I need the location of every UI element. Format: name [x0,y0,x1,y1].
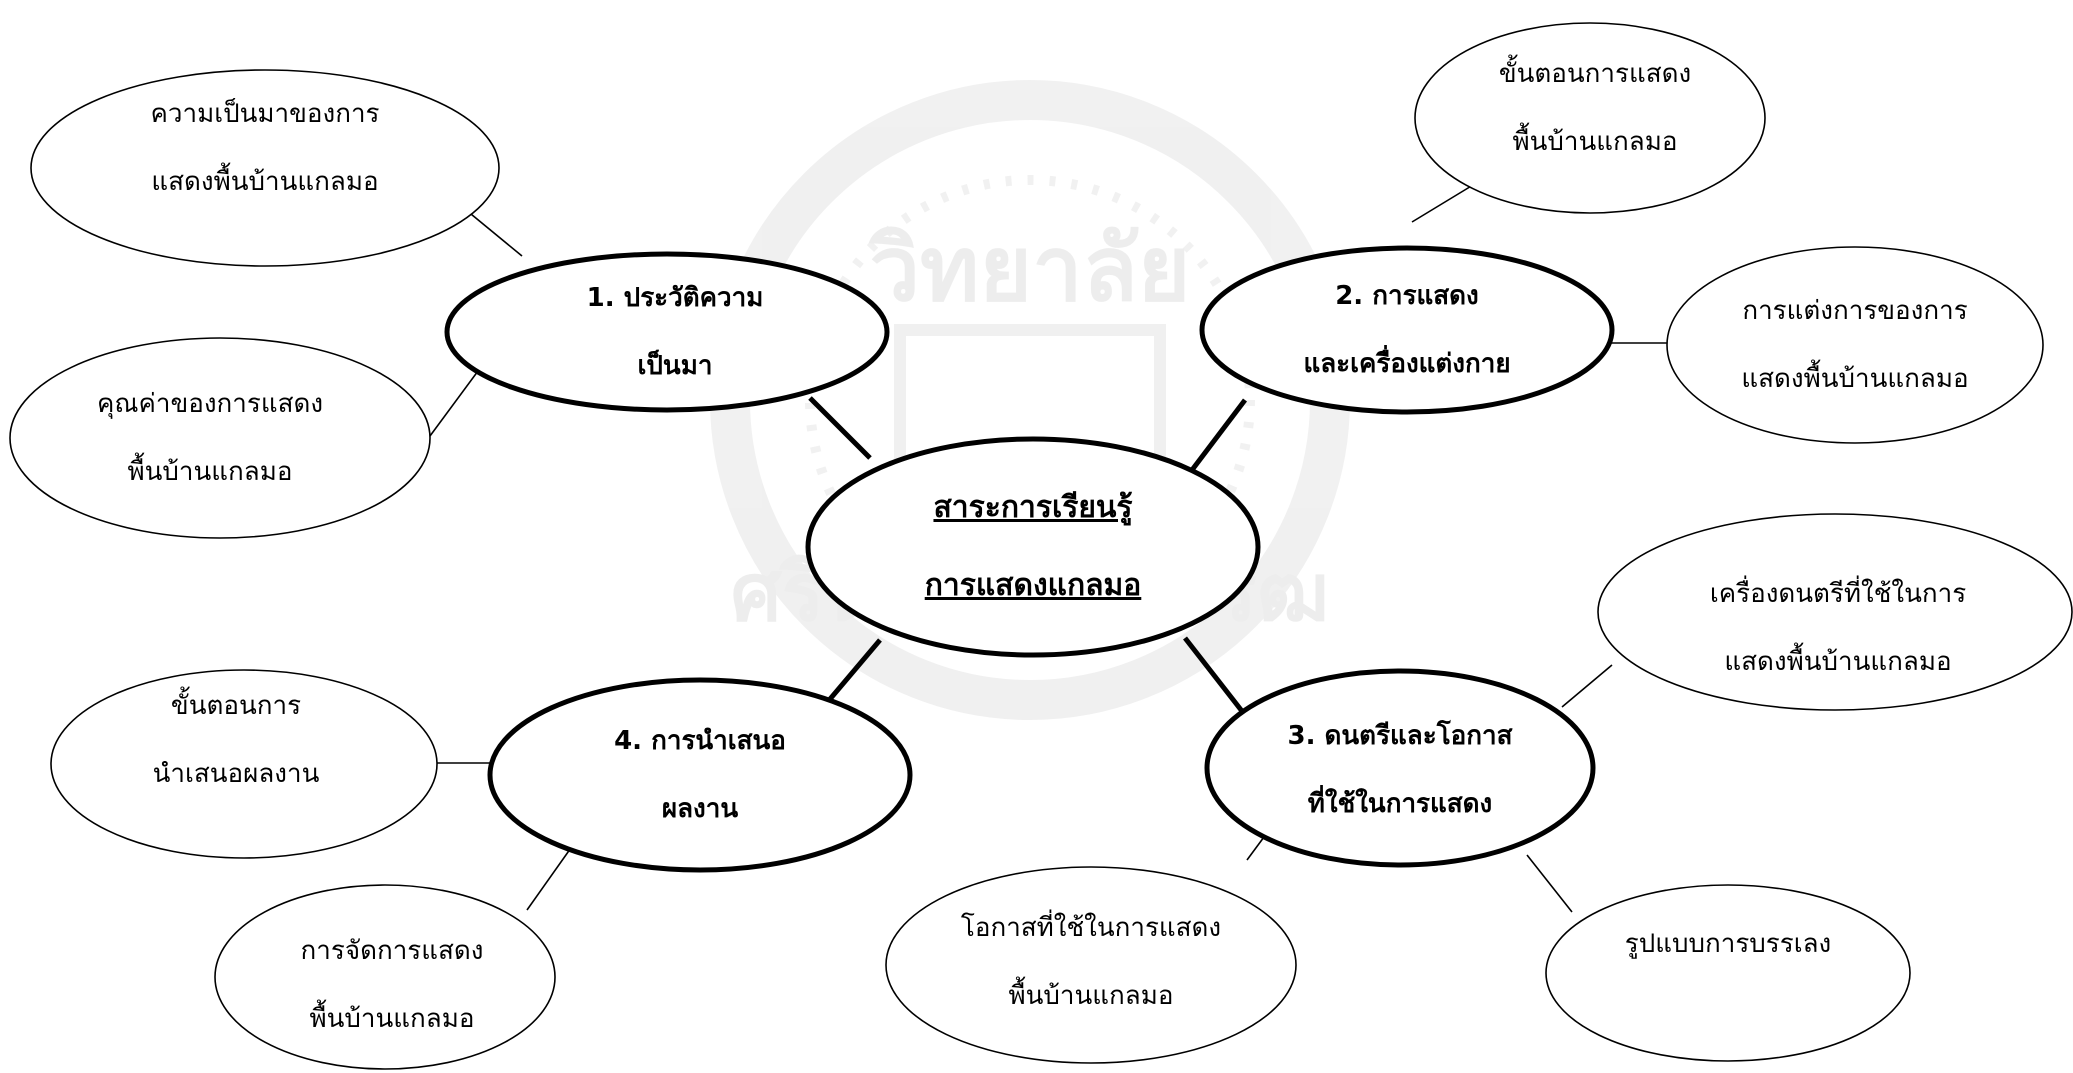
subtopic-3-line-1: ขั้นตอนการแสดง [1498,59,1692,89]
subtopic-label-9: การจัดการแสดง พื้นบ้านแกลมอ [301,917,484,1053]
subtopic-4-line-1: การแต่งการของการ [1742,296,1968,326]
topic-label-3: 3. ดนตรีและโอกาส ที่ใช้ในการแสดง [1288,702,1513,838]
subtopic-label-1: ความเป็นมาของการ แสดงพื้นบ้านแกลมอ [150,80,379,216]
watermark-text-top: วิทยาลัย [868,217,1190,322]
subtopic-ellipse-4 [1666,246,2044,444]
topic-ellipse-1 [444,251,890,413]
center-line-2: การแสดงแกลมอ [924,568,1142,603]
subtopic-ellipses [9,22,2073,1070]
subtopic-2-line-1: คุณค่าของการแสดง [96,389,324,419]
watermark-dots [805,175,1255,625]
subtopic-label-5: เครื่องดนตรีที่ใช้ในการ แสดงพื้นบ้านแกลม… [1710,560,1966,696]
topic-1-line-2: เป็นมา [637,351,713,381]
subtopic-ellipse-2 [9,337,431,539]
subtopic-3-line-2: พื้นบ้านแกลมอ [1512,127,1678,157]
subtopic-ellipse-5 [1597,513,2073,711]
subtopic-2-line-2: พื้นบ้านแกลมอ [127,457,293,487]
subtopic-6-line-1: โอกาสที่ใช้ในการแสดง [960,913,1222,943]
topic-2-line-2: และเครื่องแต่งกาย [1303,349,1511,379]
topic-label-4: 4. การนำเสนอ ผลงาน [614,707,786,843]
subtopic-ellipse-7 [1545,884,1911,1062]
subtopic-8-line-2: นำเสนอผลงาน [152,759,320,789]
connector-center-topic-2 [1190,398,1247,472]
connector-center-topic-1 [808,396,872,460]
subtopic-ellipse-8 [50,669,438,859]
connector-topic-3-sub-1 [1561,664,1613,708]
topic-2-line-1: 2. การแสดง [1335,281,1479,311]
topic-3-line-1: 3. ดนตรีและโอกาส [1287,721,1513,751]
connector-topic-1-sub-2 [429,370,479,437]
topic-1-line-1: 1. ประวัติความ [586,283,764,313]
topic-ellipses [444,245,1615,873]
topic-label-2: 2. การแสดง และเครื่องแต่งกาย [1303,262,1510,398]
connector-center-topic-4 [823,638,882,707]
subtopic-ellipse-1 [30,69,500,267]
topic-ellipse-2 [1199,245,1615,415]
subtopic-9-line-2: พื้นบ้านแกลมอ [309,1004,475,1034]
topic-3-line-2: ที่ใช้ในการแสดง [1307,789,1493,819]
subtopic-label-2: คุณค่าของการแสดง พื้นบ้านแกลมอ [97,370,323,506]
subtopic-1-line-1: ความเป็นมาของการ [150,99,380,129]
center-label: สาระการเรียนรู้ การแสดงแกลมอ [925,469,1142,625]
center-line-1: สาระการเรียนรู้ [933,490,1133,525]
subtopic-6-line-2: พื้นบ้านแกลมอ [1008,981,1174,1011]
topic-ellipse-4 [487,677,913,873]
subtopic-ellipse-6 [885,866,1297,1064]
subtopic-4-line-2: แสดงพื้นบ้านแกลมอ [1741,364,1969,394]
subtopic-9-line-1: การจัดการแสดง [300,936,484,966]
connector-topic-3-sub-3 [1526,854,1573,913]
main-connectors [808,396,1247,717]
subtopic-label-6: โอกาสที่ใช้ในการแสดง พื้นบ้านแกลมอ [961,894,1221,1030]
subtopic-label-4: การแต่งการของการ แสดงพื้นบ้านแกลมอ [1741,277,1968,413]
topic-4-line-1: 4. การนำเสนอ [614,726,786,756]
subtopic-label-3: ขั้นตอนการแสดง พื้นบ้านแกลมอ [1499,40,1691,176]
connector-topic-2-sub-1 [1411,184,1474,223]
topic-4-line-2: ผลงาน [661,794,739,824]
subtopic-label-8: ขั้นตอนการ นำเสนอผลงาน [153,672,320,808]
subtopic-ellipse-9 [214,884,556,1070]
subtopic-7-line-1: รูปแบบการบรรเลง [1624,929,1832,959]
topic-label-1: 1. ประวัติความ เป็นมา [587,264,764,400]
subtopic-5-line-2: แสดงพื้นบ้านแกลมอ [1724,647,1952,677]
subtopic-5-line-1: เครื่องดนตรีที่ใช้ในการ [1709,579,1967,609]
subtopic-1-line-2: แสดงพื้นบ้านแกลมอ [151,167,379,197]
connector-center-topic-3 [1183,636,1247,717]
topic-ellipse-3 [1204,668,1596,868]
subtopic-ellipse-3 [1414,22,1766,214]
subtopic-label-7: รูปแบบการบรรเลง [1625,910,1832,978]
center-ellipse [805,436,1261,658]
connector-topic-4-sub-2 [526,844,574,911]
subtopic-8-line-1: ขั้นตอนการ [170,691,302,721]
